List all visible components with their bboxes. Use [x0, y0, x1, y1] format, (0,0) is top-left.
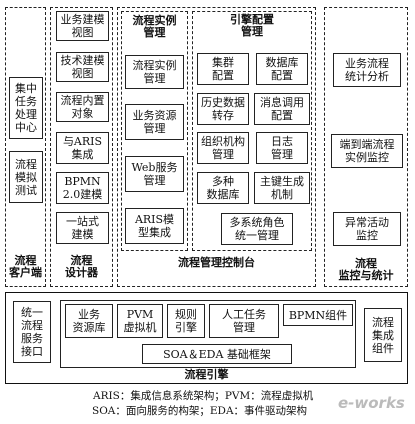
engine-item-resource-library: 业务 资源库 [65, 304, 113, 338]
client-column [5, 7, 46, 287]
designer-label: 流程 设计器 [65, 254, 98, 279]
console-label: 流程管理控制台 [178, 256, 255, 269]
engine-config-panel [192, 11, 312, 251]
engine-item-history: 历史数据 转存 [197, 93, 249, 125]
engine-integration-component: 流程 集成 组件 [364, 308, 402, 362]
client-item-task-center: 集中 任务 处理 中心 [9, 77, 43, 139]
engine-item-multi-db: 多种 数据库 [197, 172, 249, 204]
instance-item-business-resource: 业务资源 管理 [125, 104, 184, 140]
engine-unified-interface: 统一 流程 服务 接口 [13, 301, 51, 363]
console-column [117, 7, 316, 287]
engine-item-bpmn-component: BPMN组件 [283, 304, 353, 326]
instance-item-web-service: Web服务 管理 [125, 156, 184, 192]
designer-item-bpmn-modeling: BPMN 2.0建模 [56, 172, 109, 204]
engine-framework: SOA＆EDA 基础框架 [142, 344, 292, 364]
engine-item-log: 日志 管理 [256, 132, 308, 164]
designer-item-aris-integration: 与ARIS 集成 [56, 132, 109, 164]
monitor-item-exception: 异常活动 监控 [333, 212, 401, 246]
monitor-item-end-to-end: 端到端流程 实例监控 [331, 134, 403, 168]
client-item-simulation: 流程 模拟 测试 [9, 151, 43, 203]
monitor-item-statistics: 业务流程 统计分析 [333, 53, 401, 87]
engine-item-message: 消息调用 配置 [254, 93, 310, 125]
engine-item-organization: 组织机构 管理 [197, 132, 249, 164]
engine-item-human-task: 人工任务 管理 [209, 304, 279, 338]
watermark: e-works [338, 394, 405, 412]
engine-item-cluster: 集群 配置 [197, 53, 249, 85]
monitor-column [324, 7, 408, 287]
instance-management-title: 流程实例 管理 [132, 14, 177, 39]
instance-management-panel [121, 11, 188, 251]
engine-config-title: 引擎配置 管理 [230, 13, 274, 38]
legend-line-1: ARIS：集成信息系统架构；PVM：流程虚拟机 [93, 390, 314, 402]
engine-container [5, 292, 408, 384]
engine-item-rule-engine: 规则 引擎 [167, 304, 205, 338]
designer-item-technical-view: 技术建模 视图 [56, 52, 109, 82]
instance-item-process-instance: 流程实例 管理 [125, 55, 184, 89]
legend-line-2: SOA：面向服务的构架；EDA：事件驱动架构 [92, 405, 308, 417]
client-label: 流程 客户端 [9, 254, 42, 279]
engine-item-pvm: PVM 虚拟机 [117, 304, 163, 338]
designer-item-builtin-objects: 流程内置 对象 [56, 92, 109, 122]
engine-item-role-management: 多系统角色 统一管理 [221, 213, 293, 245]
designer-item-one-stop-modeling: 一站式 建模 [56, 212, 109, 244]
designer-column [50, 7, 113, 287]
engine-item-primary-key: 主键生成 机制 [254, 172, 310, 204]
monitor-label: 流程 监控与统计 [338, 257, 394, 282]
engine-item-database: 数据库 配置 [256, 53, 308, 85]
engine-label: 流程引擎 [184, 368, 229, 381]
designer-item-business-view: 业务建模 视图 [56, 11, 109, 41]
instance-item-aris-model: ARIS模 型集成 [125, 208, 184, 244]
